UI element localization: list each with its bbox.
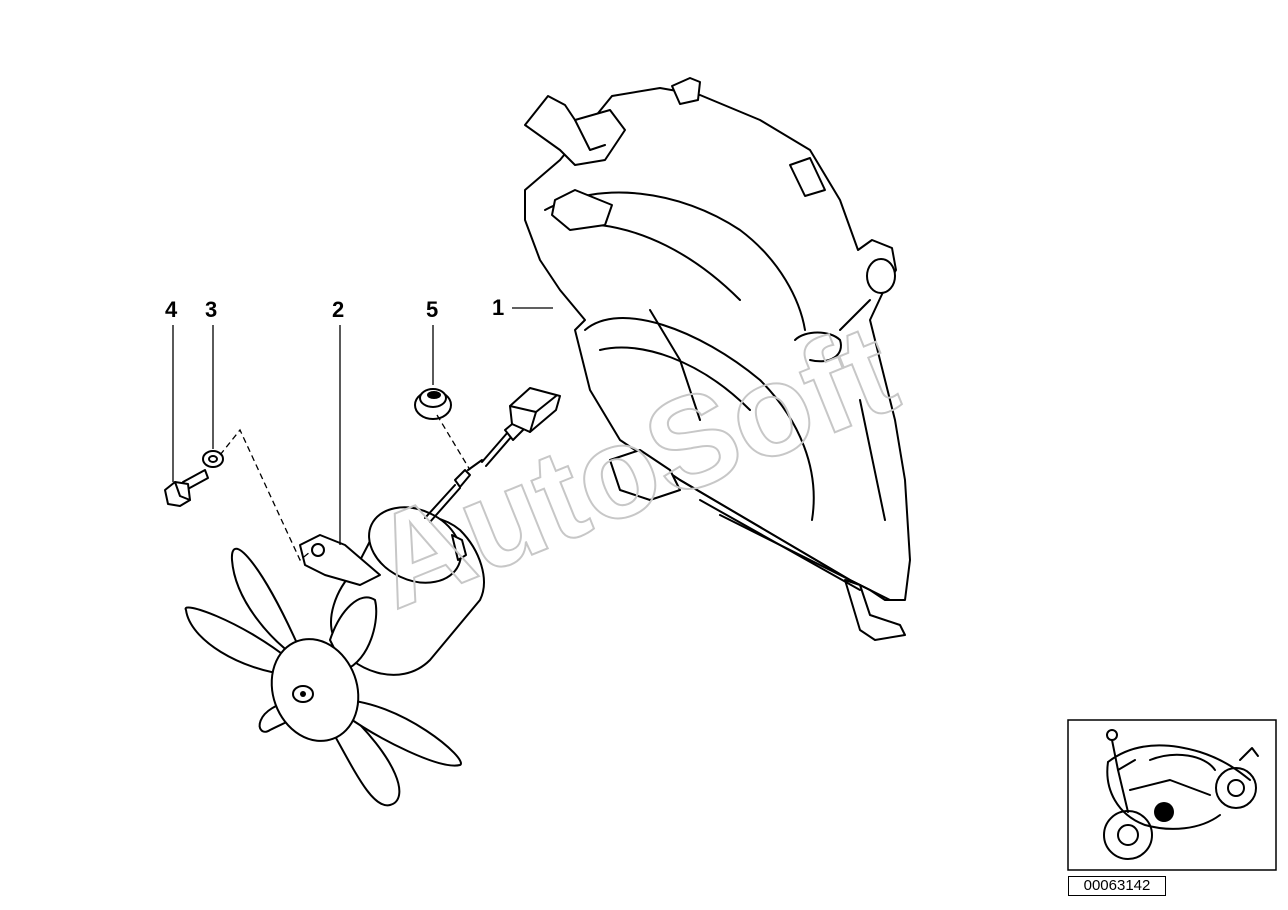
bolt-part-4[interactable] — [164, 469, 209, 507]
fan-shroud-part-1[interactable] — [524, 77, 911, 641]
location-marker — [1154, 802, 1174, 822]
callout-label-1: 1 — [492, 295, 504, 320]
washer-part-3[interactable] — [202, 450, 224, 468]
callout-2: 2 — [332, 297, 344, 545]
callout-4: 4 — [165, 297, 178, 482]
grommet-part-5[interactable] — [414, 388, 452, 420]
callout-label-3: 3 — [205, 297, 217, 322]
callout-label-4: 4 — [165, 297, 178, 322]
callout-label-2: 2 — [332, 297, 344, 322]
fan-motor-part-2[interactable] — [184, 493, 485, 807]
motorcycle-icon — [1103, 729, 1259, 860]
callout-5: 5 — [426, 297, 438, 385]
alignment-lines — [219, 414, 471, 562]
location-inset — [1067, 719, 1277, 871]
callout-label-5: 5 — [426, 297, 438, 322]
callout-3: 3 — [205, 297, 217, 449]
diagram-number: 00063142 — [1068, 876, 1166, 896]
wire-connector[interactable] — [509, 387, 561, 433]
callout-1: 1 — [492, 295, 553, 320]
